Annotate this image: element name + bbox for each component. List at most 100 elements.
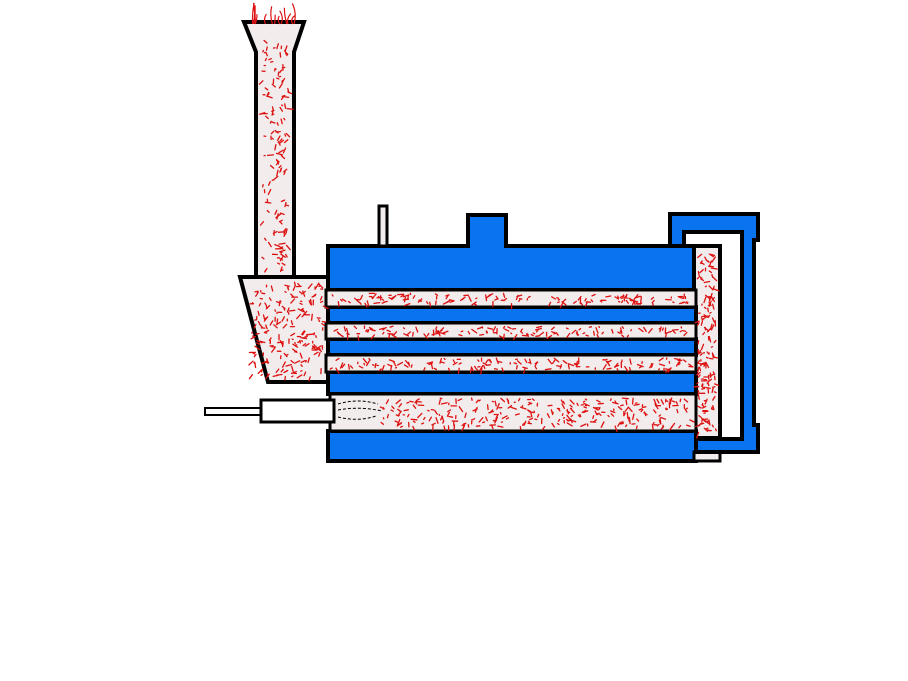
flue-gas-speck [266,358,269,365]
flue-gas-speck [665,407,669,410]
flue-gas-speck [502,292,506,298]
flue-gas-speck [302,335,309,339]
flue-gas-speck [461,297,465,301]
flue-gas-speck [277,341,284,344]
flue-gas-speck [458,334,463,337]
flue-gas-speck [701,418,707,423]
flue-gas-speck [626,412,629,420]
flue-gas-speck [267,188,272,196]
flue-gas-speck [503,297,508,302]
flue-gas-speck [266,95,273,99]
flue-gas-speck [276,43,279,50]
flue-gas-speck [301,330,306,336]
flue-gas-speck [582,332,586,335]
flue-gas-speck [442,420,445,424]
flue-gas-speck [598,412,602,416]
flue-gas-speck [280,199,286,203]
flue-gas-speck [434,409,438,415]
flue-gas-speck [594,410,598,416]
flue-gas-speck [353,297,360,303]
flue-gas-speck [258,323,264,329]
flue-gas-speck [580,302,584,306]
flue-gas-speck [290,370,297,375]
flue-gas-speck [283,369,289,374]
flue-gas-speck [431,422,436,426]
flue-gas-speck [270,130,275,135]
flue-gas-speck [395,399,402,405]
flue-gas-speck [374,362,377,369]
flue-gas-speck [452,361,458,366]
flue-gas-speck [497,425,504,428]
flue-gas-speck [278,165,282,169]
flue-gas-speck [711,297,715,301]
flue-gas-speck [654,403,659,410]
flue-gas-speck [700,320,704,326]
flue-gas-speck [709,373,716,377]
flue-gas-speck [435,417,439,424]
water-strip-2 [326,337,698,357]
flue-gas-speck [254,345,261,351]
flue-gas-speck [270,285,274,292]
flue-gas-speck [566,410,571,414]
flue-gas-speck [653,398,657,406]
flue-gas-speck [423,367,426,371]
flue-gas-speck [293,281,296,286]
flue-gas-speck [308,376,311,382]
flue-gas-speck [633,403,640,406]
exhaust-wisp [277,15,281,25]
flue-gas-speck [365,360,370,367]
flue-gas-speck [501,367,504,372]
flue-gas-speck [403,409,409,412]
flue-gas-speck [347,300,351,304]
flue-gas-speck [271,346,276,353]
exhaust-wisp [291,15,296,25]
flue-gas-speck [412,295,416,299]
flue-gas-speck [552,411,554,414]
flue-gas-speck [416,398,420,402]
flue-gas-speck [263,329,270,334]
flue-gas-speck [529,411,533,418]
flue-gas-speck [277,71,280,77]
flue-gas-speck [485,416,488,422]
flue-gas-speck [274,243,280,247]
flue-gas-speck [390,364,393,371]
flue-gas-speck [516,294,523,298]
flue-gas-speck [308,300,312,305]
flue-gas-speck [275,368,280,374]
flue-gas-speck [634,295,642,299]
flue-gas-speck [257,310,260,316]
flue-gas-speck [481,326,484,329]
flue-gas-speck [292,343,299,348]
flue-gas-speck [394,366,398,369]
flue-gas-speck [684,408,688,413]
flue-gas-speck [493,368,498,370]
flue-gas-speck [302,343,307,347]
flue-gas-speck [513,362,518,365]
flue-gas-speck [551,331,557,335]
flue-gas-speck [551,422,556,428]
flue-gas-speck [280,253,286,258]
flue-gas-speck [387,363,393,367]
flue-gas-speck [447,409,452,413]
flue-gas-speck [682,330,687,332]
flue-gas-speck [261,360,268,365]
flue-gas-speck [539,331,545,336]
flue-gas-speck [590,299,594,303]
flue-gas-speck [390,409,394,412]
flue-gas-speck [714,383,720,387]
flue-gas-speck [477,359,480,362]
flue-gas-speck [262,49,265,53]
flue-gas-speck [378,368,382,372]
flue-gas-speck [704,398,708,405]
flue-gas-speck [278,219,283,223]
exhaust-wisp [274,14,276,25]
flue-gas-speck [300,359,306,364]
flue-gas-speck [711,317,716,323]
flue-gas-speck [625,299,629,304]
flue-gas-speck [257,320,260,324]
flue-gas-speck [485,294,488,302]
flue-gas-speck [665,367,671,373]
flue-gas-speck [696,431,700,439]
flue-gas-speck [612,401,619,405]
flue-gas-speck [259,111,266,115]
